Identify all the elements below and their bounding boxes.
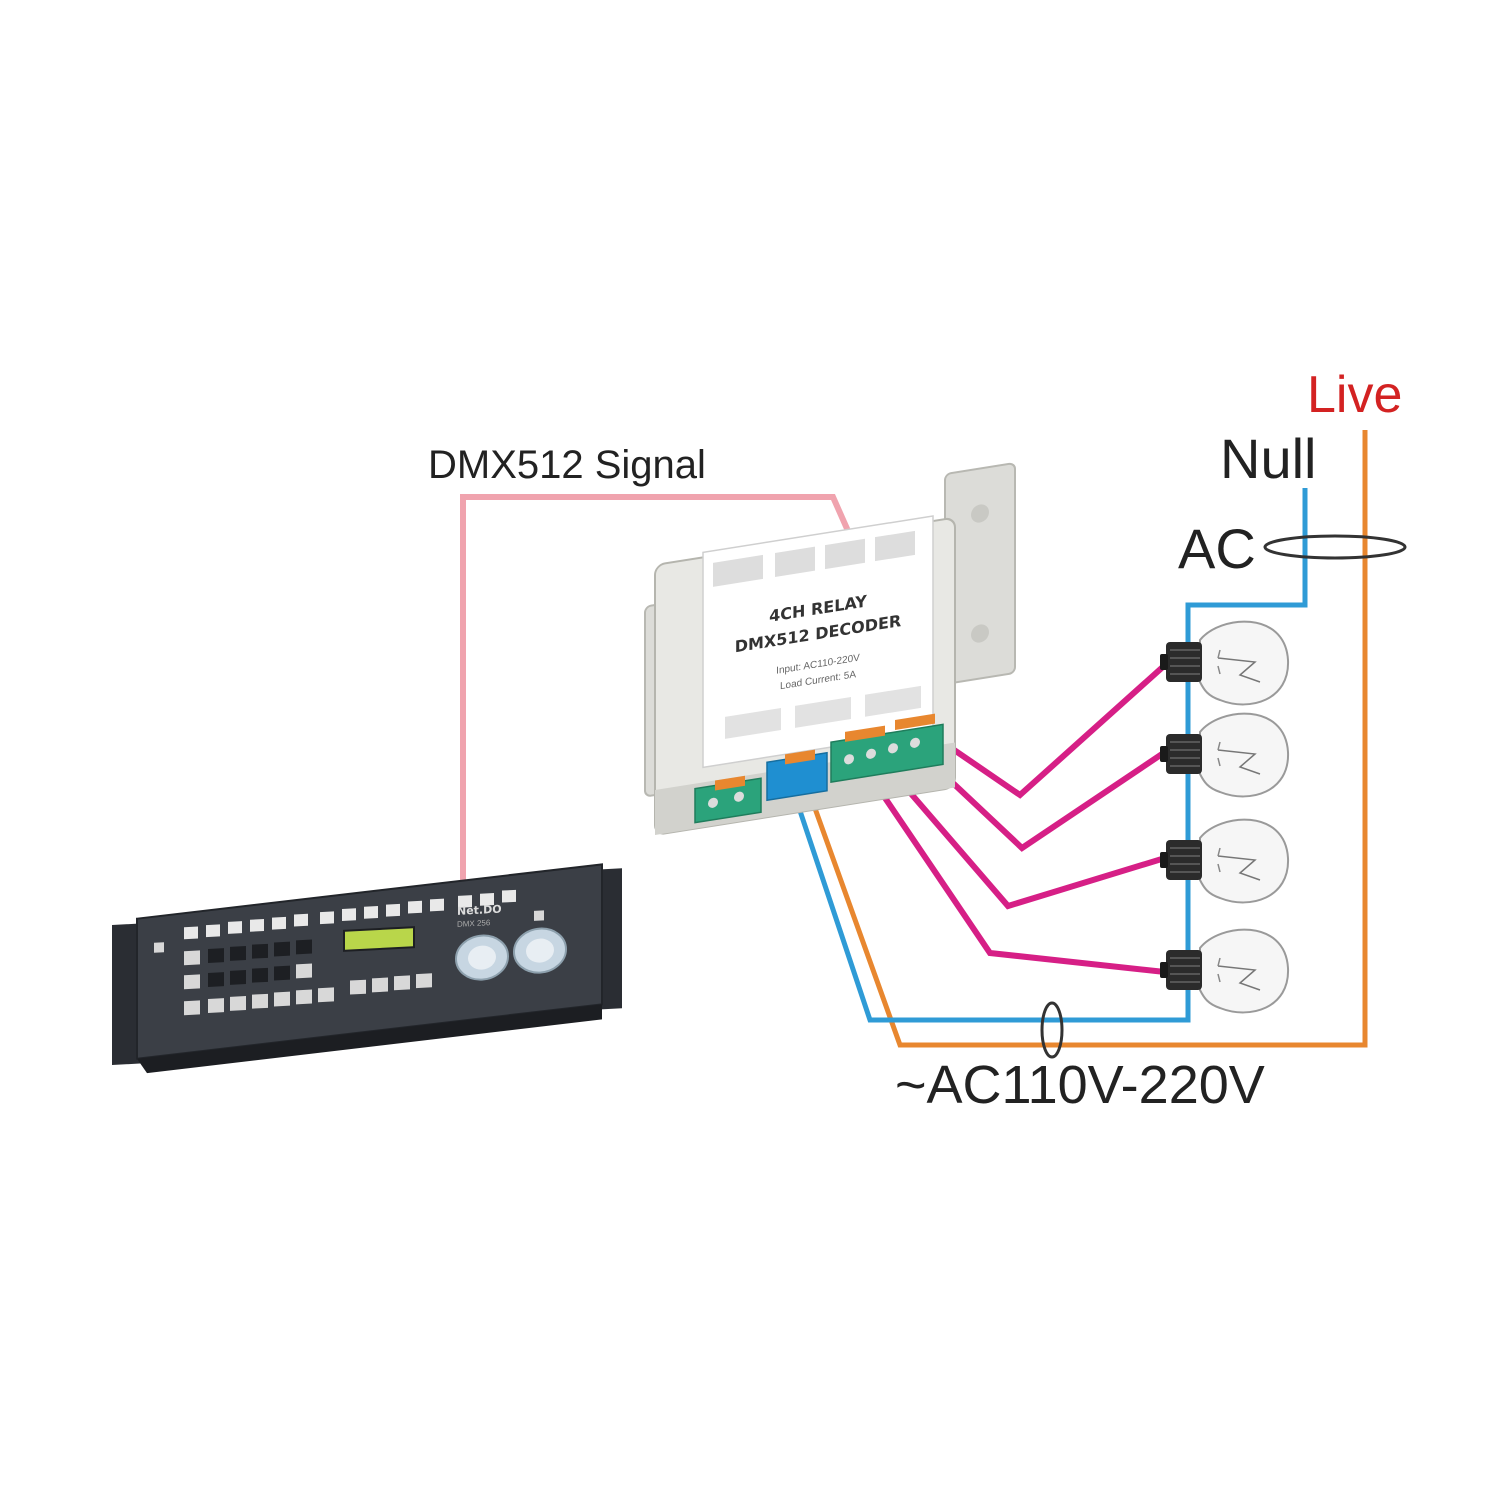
light-bulb-icon xyxy=(1159,818,1290,904)
relay-decoder-module: 4CH RELAY DMX512 DECODER Input: AC110-22… xyxy=(644,462,1016,835)
ac-bundle-marker xyxy=(1263,534,1407,560)
load-wire-4 xyxy=(855,756,1166,975)
console-jog-wheels xyxy=(455,927,567,981)
null-label: Null xyxy=(1220,427,1316,490)
supply-bundle-marker xyxy=(1040,1001,1064,1059)
ac-label: AC xyxy=(1178,517,1256,580)
terminal-block xyxy=(694,713,944,824)
live-label: Live xyxy=(1307,366,1402,424)
supply-voltage-label: ~AC110V-220V xyxy=(895,1055,1265,1115)
null-wire xyxy=(785,488,1308,1023)
console-lcd-display xyxy=(343,926,415,952)
dmx-signal-wire xyxy=(460,494,855,890)
console-keypad xyxy=(184,939,334,1016)
console-top-buttons xyxy=(184,889,516,940)
console-rack-ear-left xyxy=(112,923,142,1065)
dmx-signal-label: DMX512 Signal xyxy=(428,443,706,487)
light-bulb-icon xyxy=(1159,620,1290,706)
light-bulb-icon xyxy=(1159,712,1290,798)
lamps xyxy=(1159,620,1290,1014)
load-wire-3 xyxy=(872,750,1166,910)
light-bulb-icon xyxy=(1159,928,1290,1014)
console-model: DMX 256 xyxy=(457,918,491,929)
dmx-console: Net.DO DMX 256 xyxy=(112,863,622,1074)
console-brand: Net.DO xyxy=(457,903,502,918)
